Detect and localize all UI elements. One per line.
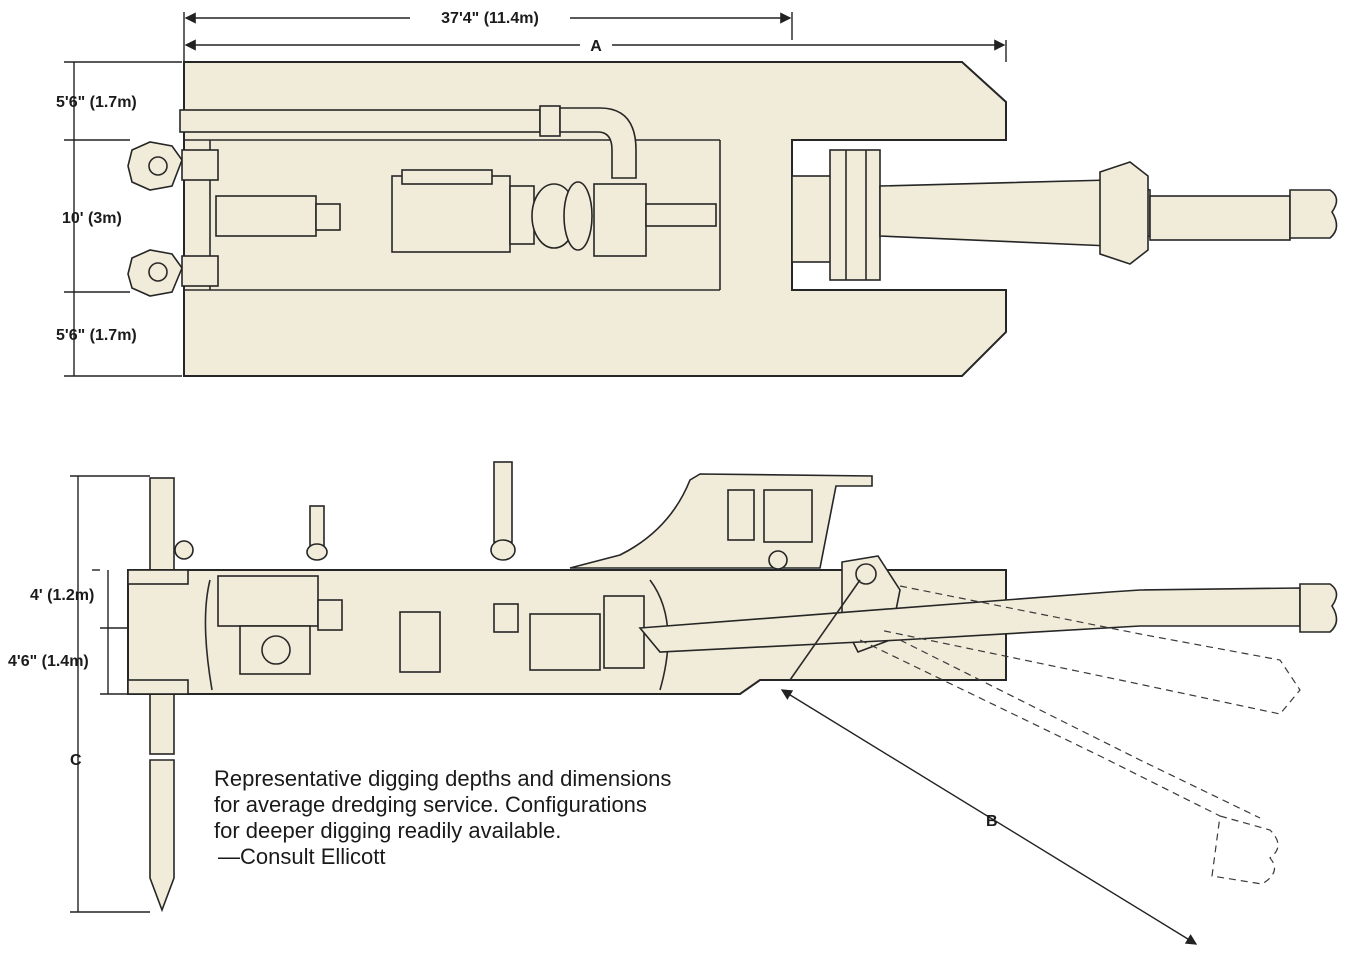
dim-b-label: B [986,813,998,830]
ladder-plan [791,149,1338,281]
lower-height-label: 4'6" (1.4m) [8,653,89,670]
discharge-pipe [179,109,541,133]
pump-elevation [603,595,645,669]
caption: Representative digging depths and dimens… [214,766,894,870]
pontoon-width-bottom-label: 5'6" (1.7m) [56,327,137,344]
pump-plan [593,183,647,257]
dim-a-label: A [590,38,602,55]
engine-plan [391,175,511,253]
pontoon-width-top-label: 5'6" (1.7m) [56,94,137,111]
upper-height-label: 4' (1.2m) [30,587,94,604]
elevation-view: 4' (1.2m) 4'6" (1.4m) C [8,461,1338,945]
winch-plan [215,195,317,237]
dim-c-label: C [70,752,82,769]
caption-line-2: for average dredging service. Configurat… [214,792,647,817]
cutter-head-elevation [1299,583,1338,633]
cutter-head-plan [1289,189,1338,239]
operator-cabin [569,473,873,569]
spud-upper [127,141,219,191]
overall-length-label: 37'4" (11.4m) [441,10,539,27]
caption-line-1: Representative digging depths and dimens… [214,766,672,791]
caption-line-4: —Consult Ellicott [218,844,386,869]
ladder-elevation [638,555,1338,681]
exhaust-stack [493,461,513,543]
engine-elevation [217,575,319,627]
center-width-label: 10' (3m) [62,210,122,227]
plan-view: 37'4" (11.4m) A 5'6" (1.7m) 10' (3m) 5'6… [56,10,1338,377]
caption-line-3: for deeper digging readily available. [214,818,562,843]
spud-lower [127,249,219,297]
